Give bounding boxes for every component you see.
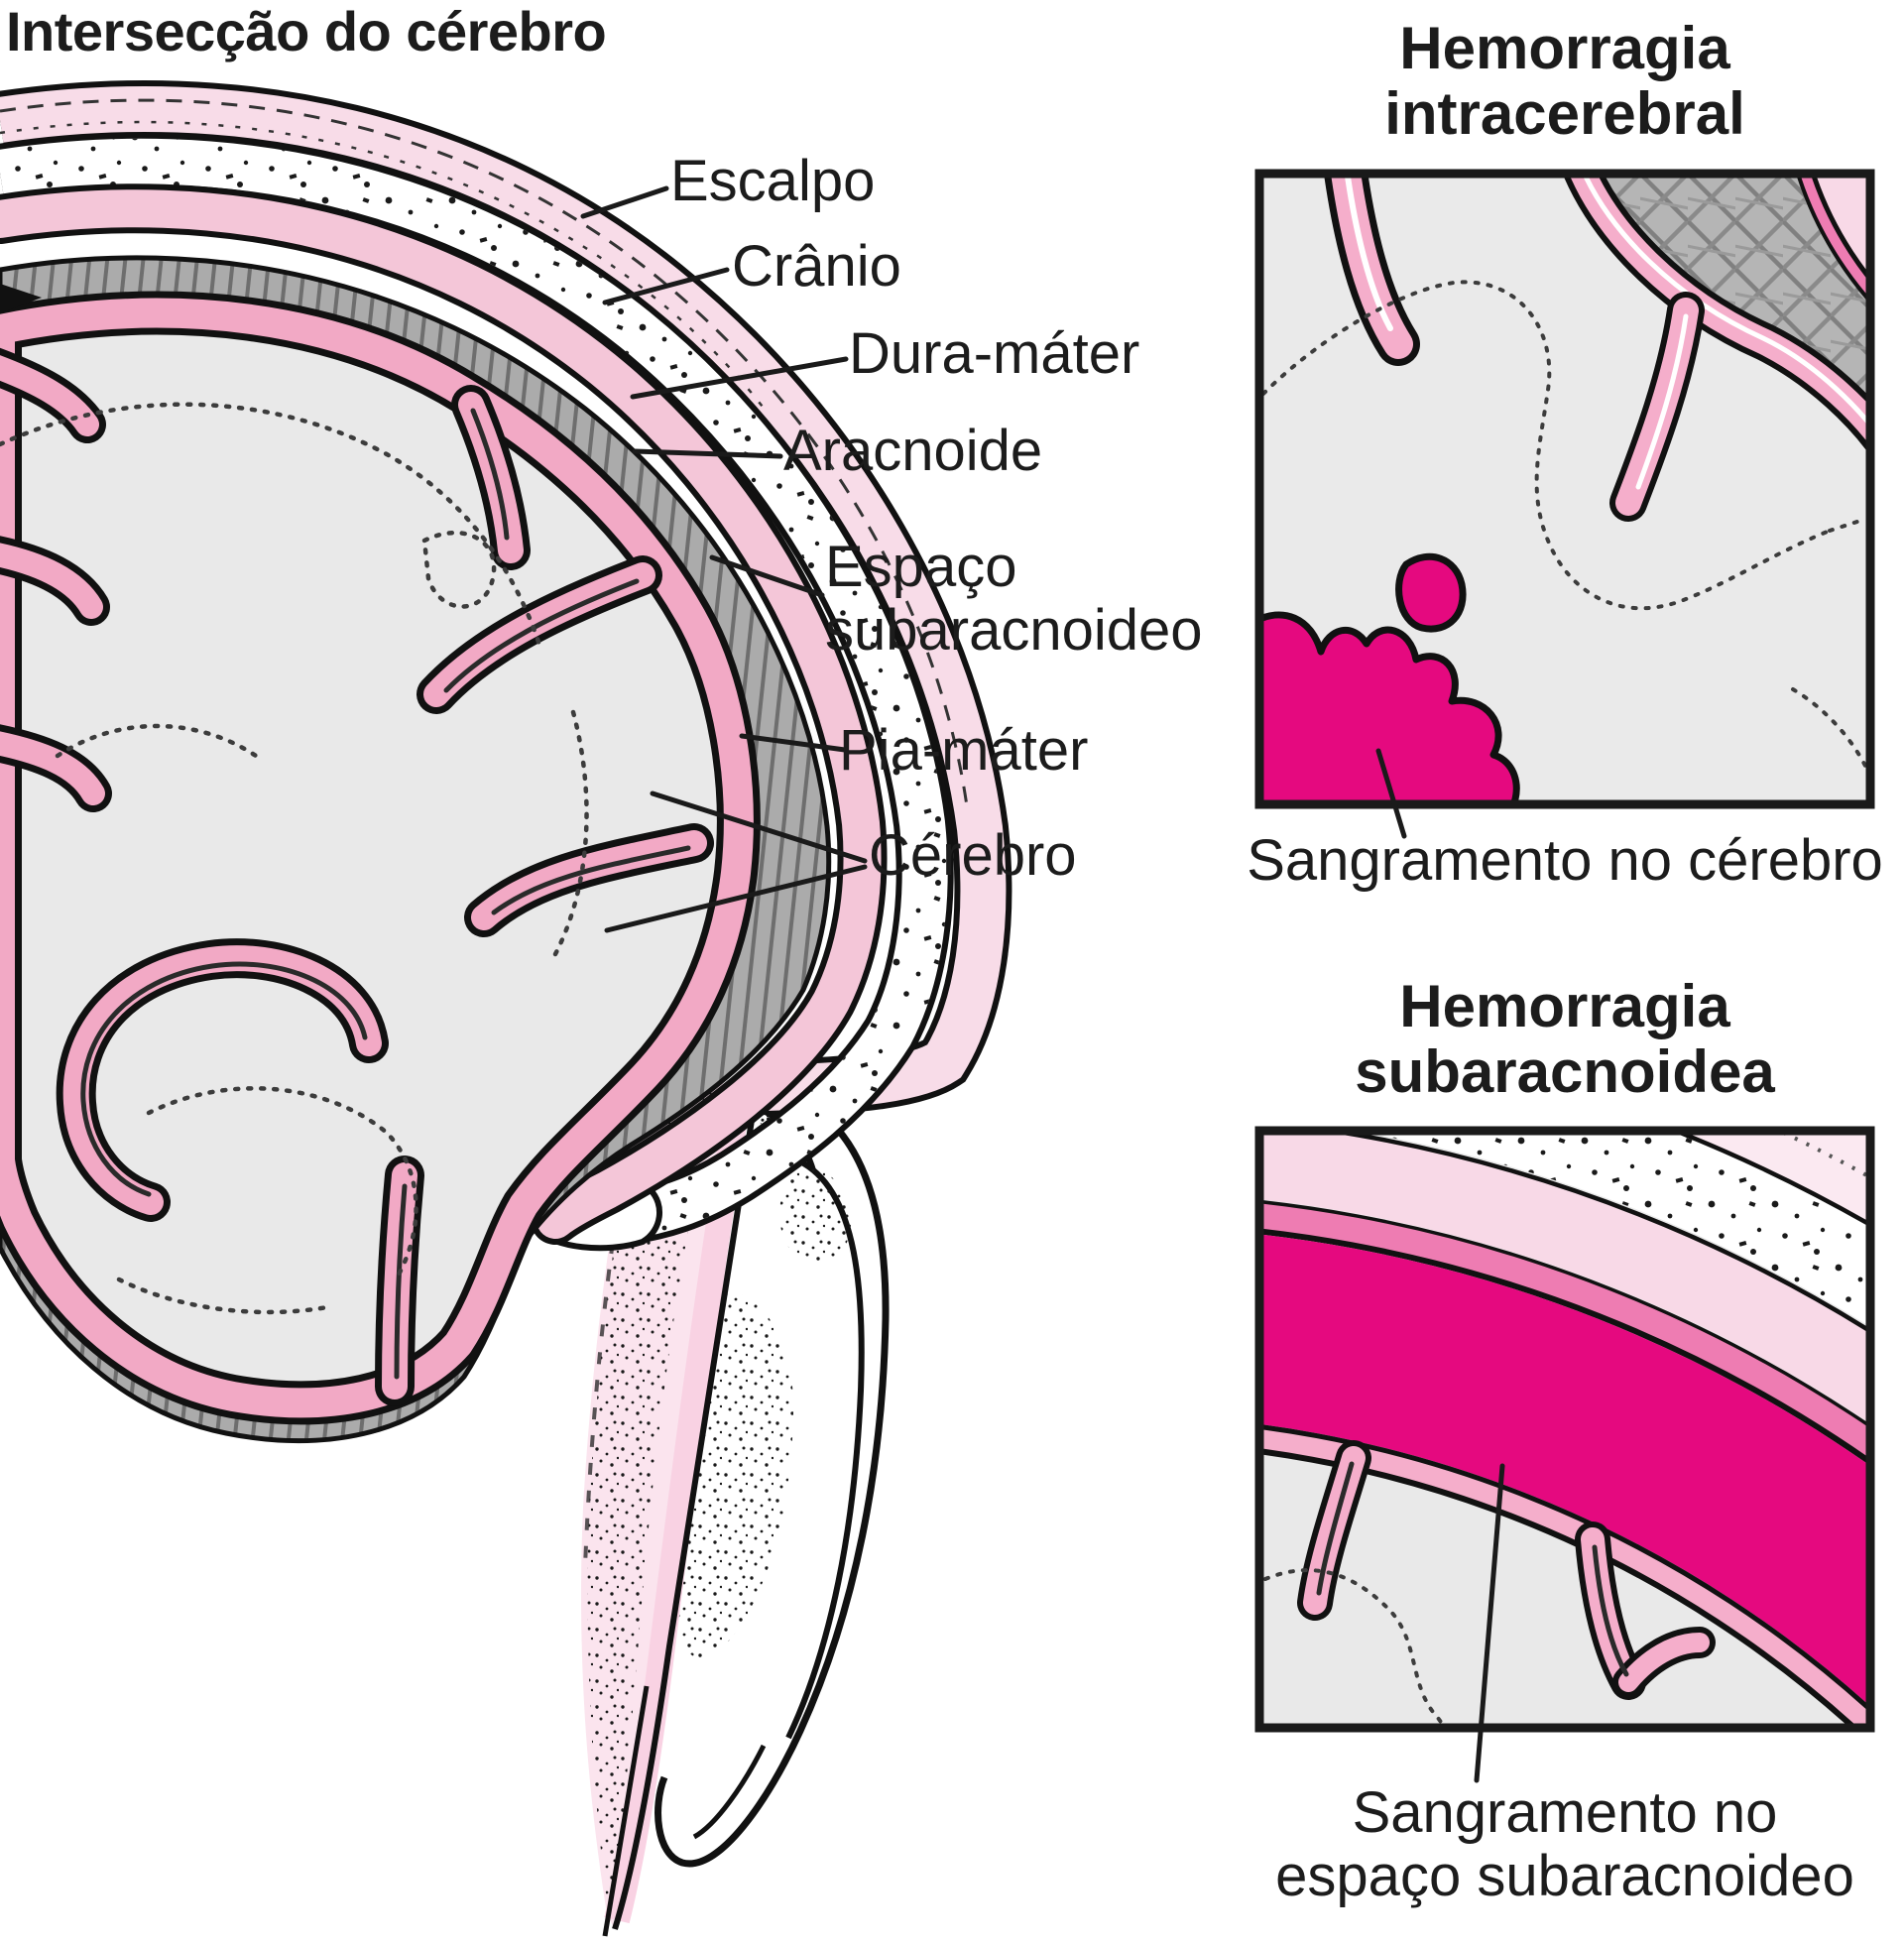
leader-aracnoide	[632, 448, 783, 459]
leader-escalpo	[580, 185, 669, 219]
neck-line	[602, 1685, 650, 1937]
leader-cerebro-2	[604, 864, 868, 933]
label-espaco-line1: Espaço	[825, 535, 1017, 599]
label-escalpo: Escalpo	[670, 149, 876, 213]
leader-pia	[739, 733, 848, 753]
leader-dura	[630, 356, 849, 400]
caption-sangramento-espaco: Sangramento no espaço subaracnoideo	[1235, 1781, 1895, 1908]
falx-wedge	[0, 284, 42, 313]
inset-subaracnoide-border	[1254, 1126, 1875, 1733]
label-espaco-subaracnoideo: Espaço subaracnoideo	[825, 536, 1242, 663]
scalp-layer	[0, 79, 1012, 1117]
inset-intracerebral-title: Hemorragia intracerebral	[1248, 16, 1882, 147]
leader-bleed-1	[1375, 748, 1407, 839]
inset-intracerebral-border	[1254, 169, 1875, 809]
leader-espaco	[709, 554, 825, 598]
label-dura-mater: Dura-máter	[849, 321, 1140, 386]
label-pia-mater: Pia-máter	[839, 718, 1089, 783]
scalp-strip	[581, 1071, 760, 1937]
leader-cerebro-1	[650, 791, 868, 864]
label-aracnoide: Aracnoide	[783, 419, 1043, 483]
label-espaco-line2: subaracnoideo	[825, 598, 1203, 663]
caption-sangramento-espaco-line1: Sangramento no	[1352, 1780, 1778, 1845]
inset-intracerebral-title-line1: Hemorragia	[1399, 15, 1730, 81]
leader-lines	[580, 185, 1505, 1783]
gray-matter-dotted-lines	[0, 402, 589, 1315]
inset-subaracnoide-title-line1: Hemorragia	[1399, 973, 1730, 1039]
brain	[0, 284, 761, 1425]
inset-subaracnoide-title: Hemorragia subaracnoidea	[1248, 974, 1882, 1105]
head-cross-section	[0, 79, 1012, 1937]
dura-mater-layer	[0, 183, 888, 1245]
label-cerebro: Cérebro	[869, 823, 1077, 888]
leader-bleed-2	[1474, 1463, 1505, 1783]
page-title: Intersecção do cérebro	[6, 0, 607, 62]
inset-intracerebral-art	[1254, 169, 1875, 809]
inset-subaracnoide-art	[1254, 1126, 1875, 1733]
leader-cranio	[602, 267, 730, 305]
caption-sangramento-espaco-line2: espaço subaracnoideo	[1275, 1844, 1854, 1908]
caption-sangramento-cerebro: Sangramento no cérebro	[1247, 828, 1883, 893]
sulci	[0, 347, 714, 1406]
label-cranio: Crânio	[732, 234, 901, 299]
inset-subaracnoide-title-line2: subaracnoidea	[1355, 1038, 1775, 1105]
inset-intracerebral-title-line2: intracerebral	[1384, 80, 1745, 147]
intracerebral-bleed	[1263, 552, 1520, 800]
